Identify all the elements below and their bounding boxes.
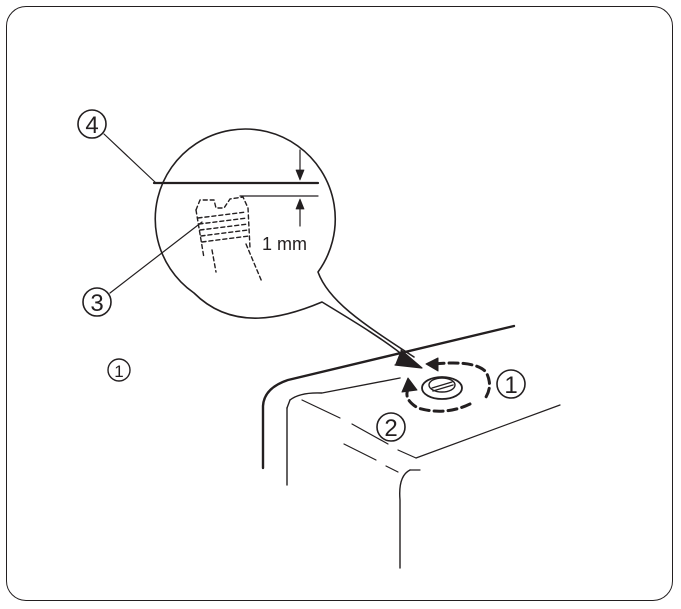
callout-1-dial: 1 <box>496 369 526 399</box>
illustration-frame <box>6 6 673 601</box>
callout-1-side-label: 1 <box>114 362 123 381</box>
callout-1-dial-label: 1 <box>504 372 517 399</box>
leader-line-4 <box>103 133 157 184</box>
rotation-arrow-clockwise <box>433 361 491 399</box>
callout-1-side: 1 <box>107 358 131 382</box>
rotation-arrow-counterclockwise <box>405 384 472 413</box>
gap-measurement-label: 1 mm <box>262 234 307 254</box>
machine-bed <box>261 324 561 569</box>
feed-dog <box>195 196 263 283</box>
callout-3: 3 <box>82 287 112 317</box>
callout-4-label: 4 <box>85 112 98 139</box>
magnifier-pointer-head <box>394 349 423 369</box>
callout-2-dial-label: 2 <box>384 415 397 442</box>
callout-3-label: 3 <box>90 290 103 317</box>
callout-2-dial: 2 <box>376 412 406 442</box>
magnifier-bubble <box>154 128 415 361</box>
adjustment-dial <box>421 376 463 400</box>
callout-4: 4 <box>77 109 107 139</box>
leader-line-3 <box>109 221 203 294</box>
